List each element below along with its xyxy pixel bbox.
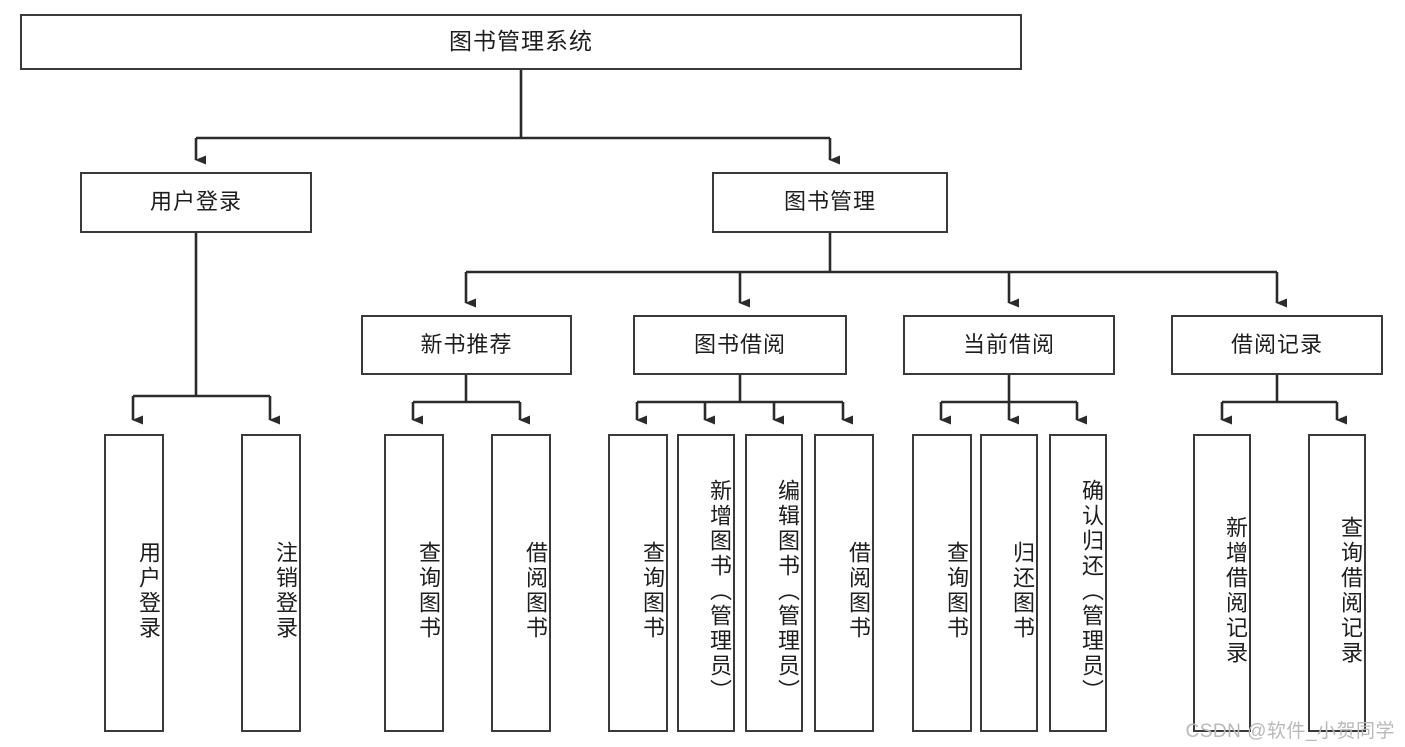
leaf-book-borrow-query-book[interactable]: 查询图书 (608, 434, 668, 732)
node-new-book-recommend[interactable]: 新书推荐 (361, 315, 572, 375)
node-label: 图书借阅 (693, 331, 786, 357)
node-label: 查询图书 (640, 541, 665, 641)
node-user-login[interactable]: 用户登录 (80, 172, 312, 233)
leaf-user-login-login[interactable]: 用户登录 (104, 434, 164, 732)
node-root-system[interactable]: 图书管理系统 (20, 14, 1022, 70)
leaf-book-borrow-edit-book[interactable]: 编辑图书（管理员） (745, 434, 803, 732)
node-label: 注销登录 (273, 541, 298, 641)
node-label: 查询图书 (416, 541, 441, 641)
node-label: 图书管理 (783, 189, 876, 215)
watermark: CSDN @软件_小贺同学 (1185, 721, 1395, 742)
leaf-borrow-record-query-record[interactable]: 查询借阅记录 (1308, 434, 1366, 732)
node-label: 查询图书 (944, 541, 969, 641)
leaf-current-borrow-query-book[interactable]: 查询图书 (912, 434, 972, 732)
node-label: 新增借阅记录 (1223, 516, 1248, 666)
node-label: 借阅图书 (523, 541, 548, 641)
node-label: 借阅图书 (846, 541, 871, 641)
leaf-current-borrow-confirm-return[interactable]: 确认归还（管理员） (1049, 434, 1107, 732)
leaf-current-borrow-return-book[interactable]: 归还图书 (980, 434, 1038, 732)
node-label: 借阅记录 (1230, 331, 1323, 357)
node-label: 新增图书（管理员） (707, 478, 732, 704)
leaf-book-borrow-add-book[interactable]: 新增图书（管理员） (677, 434, 735, 732)
leaf-borrow-record-add-record[interactable]: 新增借阅记录 (1193, 434, 1251, 732)
leaf-new-book-borrow-book[interactable]: 借阅图书 (491, 434, 551, 732)
node-book-borrow[interactable]: 图书借阅 (633, 315, 847, 375)
leaf-book-borrow-borrow-book[interactable]: 借阅图书 (814, 434, 874, 732)
node-label: 归还图书 (1010, 541, 1035, 641)
node-current-borrow[interactable]: 当前借阅 (903, 315, 1115, 375)
leaf-new-book-query-book[interactable]: 查询图书 (384, 434, 444, 732)
node-borrow-record[interactable]: 借阅记录 (1171, 315, 1383, 375)
node-label: 编辑图书（管理员） (775, 478, 800, 704)
node-book-management[interactable]: 图书管理 (712, 172, 948, 233)
node-label: 图书管理系统 (449, 28, 593, 55)
node-label: 当前借阅 (962, 331, 1055, 357)
node-label: 用户登录 (149, 189, 242, 215)
node-label: 新书推荐 (420, 331, 513, 357)
node-label: 确认归还（管理员） (1079, 478, 1104, 704)
node-label: 查询借阅记录 (1338, 516, 1363, 666)
leaf-user-login-logout[interactable]: 注销登录 (241, 434, 301, 732)
node-label: 用户登录 (136, 541, 161, 641)
